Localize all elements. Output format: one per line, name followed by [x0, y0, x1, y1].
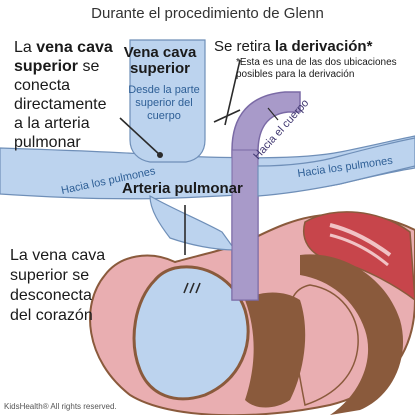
shunt-note-line: posibles para la derivación: [236, 69, 355, 80]
shunt-text: Se retira: [214, 38, 275, 55]
svc-title-line: superior: [129, 60, 190, 77]
page-title: Durante el procedimiento de Glenn: [91, 5, 324, 22]
note-line: La vena cava: [10, 247, 106, 264]
shunt-tick: [267, 107, 279, 121]
superior-vena-cava: [129, 39, 206, 163]
svc-sublabel: Desde la parte superior del cuerpo: [118, 84, 210, 123]
svc-sub-line: Desde la parte: [128, 84, 200, 96]
note-line: a la arteria: [14, 115, 90, 132]
note-text: se: [78, 58, 100, 75]
note-line: desconecta: [10, 287, 92, 304]
pulmonary-artery-right-branch: [257, 137, 415, 197]
shunt-bold: la derivación*: [274, 38, 373, 55]
note-line: superior se: [10, 267, 90, 284]
note-line: directamente: [14, 96, 107, 113]
leader-lines: [119, 59, 241, 255]
aorta-front: [231, 149, 259, 301]
note-svc-connected: La vena cava superior se conecta directa…: [14, 38, 113, 152]
note-line: conecta: [14, 77, 71, 94]
connection-dot: [157, 152, 163, 158]
note-text: La: [14, 39, 37, 56]
note-line: del corazón: [10, 307, 93, 324]
note-line: pulmonar: [14, 134, 81, 151]
svc-title-line: Vena cava: [123, 44, 197, 61]
label-arteria-pulmonar: Arteria pulmonar: [122, 180, 243, 197]
shunt-marker: [213, 109, 241, 123]
svc-label: Vena cava superior: [120, 45, 200, 77]
note-bold: vena cava: [36, 39, 113, 56]
shunt-label: Se retira la derivación*: [214, 38, 372, 55]
svc-sub-line: superior del: [135, 97, 193, 109]
note-bold: superior: [14, 58, 79, 75]
shunt-note-line: *Esta es una de las dos ubicaciones: [236, 57, 397, 68]
shunt-footnote: *Esta es una de las dos ubicaciones posi…: [236, 57, 397, 81]
note-svc-disconnected: La vena cava superior se desconecta del …: [10, 246, 105, 326]
heart: [89, 211, 415, 415]
svc-sub-line: cuerpo: [147, 110, 181, 122]
credit: KidsHealth® All rights reserved.: [4, 402, 117, 411]
